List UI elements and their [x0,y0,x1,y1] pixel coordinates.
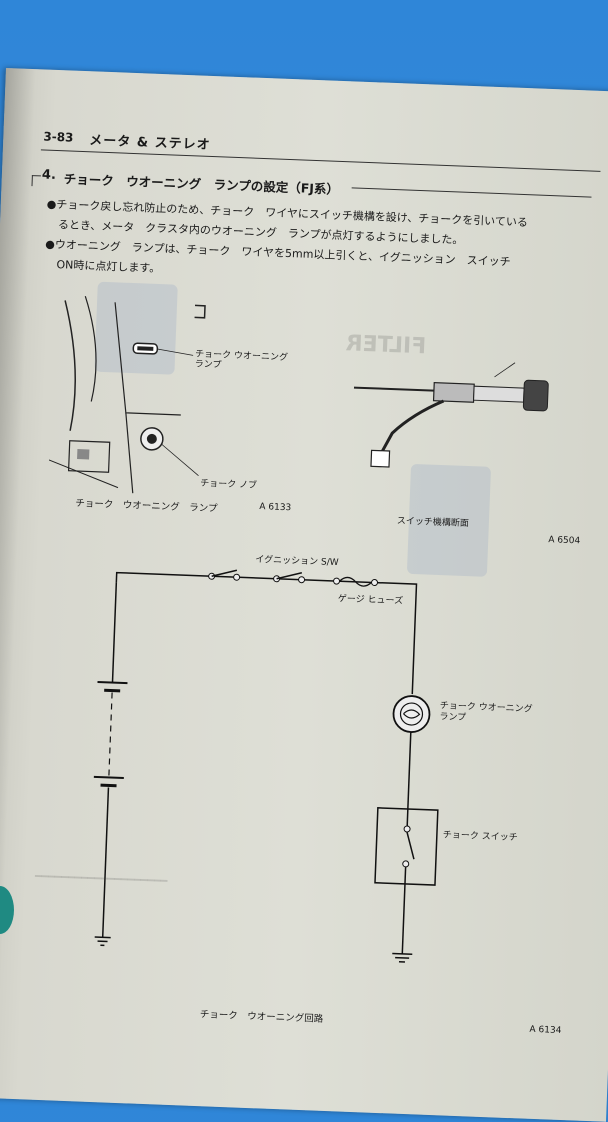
section-bracket [31,175,40,186]
header-rule [41,149,601,171]
choke-warning-lamp-label: チョーク ウオーニング ランプ [439,701,533,727]
manual-page: 3-83 メータ & ステレオ 4. チョーク ウオーニング ランプの設定（FJ… [0,68,608,1122]
section-number: 4. [42,167,57,183]
section-title: チョーク ウオーニング ランプの設定（FJ系） [63,168,339,198]
dashboard-illustration [47,290,255,508]
figure-right-id: A 6504 [548,535,580,546]
gauge-fuse-label: ゲージ ヒューズ [338,591,404,606]
bullet-2-line-2: ON時に点灯します。 [56,256,160,276]
page-spine-shadow [0,68,36,1098]
circuit-figure-id: A 6134 [529,1025,561,1036]
figure-right-caption: スイッチ機構断面 [397,513,469,529]
warning-circuit-diagram [70,541,508,1027]
callout-choke-knob: チョーク ノブ [200,476,257,491]
figure-left-id: A 6133 [259,502,291,513]
switch-mechanism-illustration [341,351,575,480]
page-number: 3-83 [43,129,74,144]
chapter-title: メータ & ステレオ [89,129,211,153]
section-rule [352,187,592,197]
callout-warning-lamp: チョーク ウオーニング ランプ [195,349,289,373]
